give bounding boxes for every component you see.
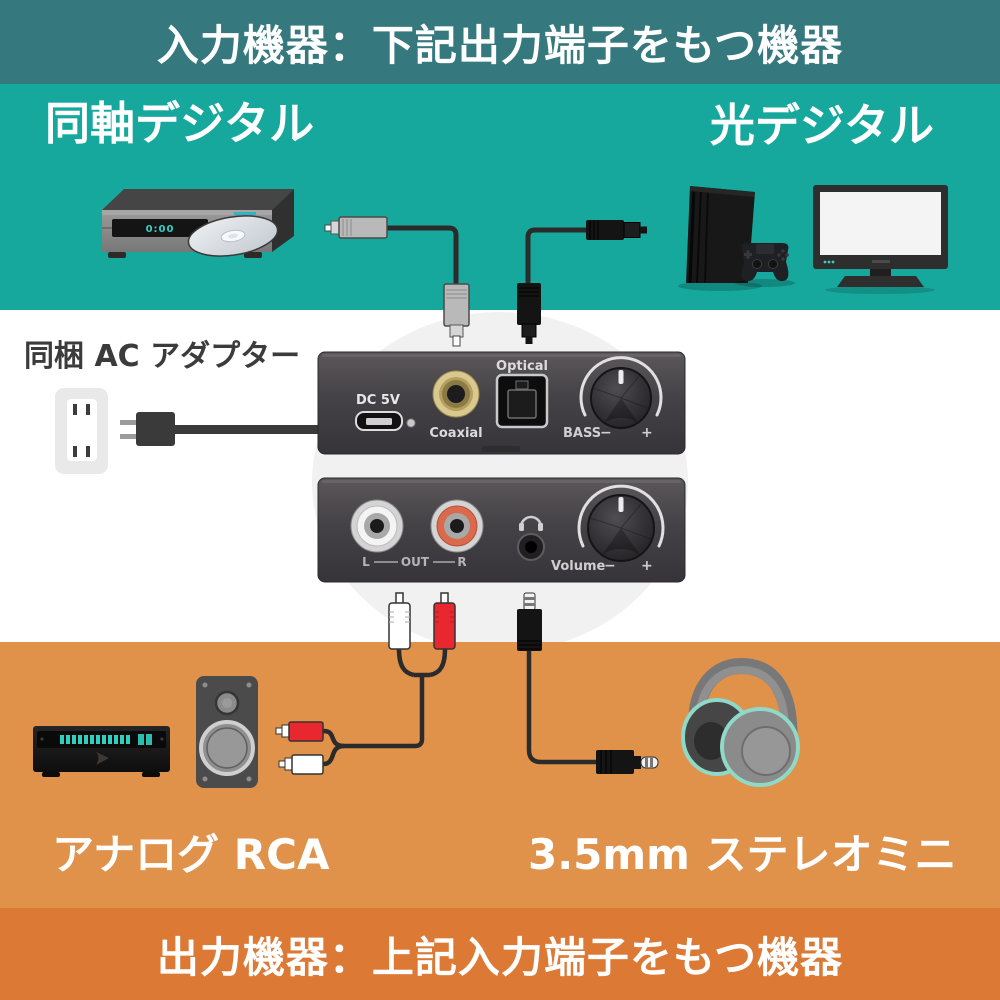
- cd-disc: [187, 215, 279, 257]
- rca-plug-gray-down: [443, 283, 470, 347]
- mini-plug-right: [596, 750, 659, 774]
- rca-jack-white: [350, 499, 404, 553]
- bass-knob: [579, 356, 663, 429]
- out-label: OUT: [401, 555, 430, 569]
- micro-usb-port: [355, 411, 403, 431]
- rca-plug-gray-left: [324, 216, 388, 239]
- tv: [813, 185, 948, 294]
- rca-jack-red: [430, 499, 484, 553]
- rca-y-cable: [275, 592, 456, 775]
- right-ear-cup: [720, 707, 800, 787]
- top-banner: 入力機器：下記出力端子をもつ機器: [0, 0, 1000, 84]
- bass-label: BASS: [563, 426, 601, 441]
- optical-plug-down: [517, 283, 541, 344]
- volume-plus: +: [641, 558, 653, 574]
- ac-adapter-label: 同梱 AC アダプター: [24, 339, 301, 374]
- stereo-mini-label: 3.5mm ステレオミニ: [528, 830, 957, 879]
- bottom-banner: 出力機器：上記入力端子をもつ機器: [0, 908, 1000, 1000]
- headphones: [681, 657, 800, 787]
- coaxial-digital-label: 同軸デジタル: [45, 97, 315, 150]
- rca-plug-white-up: [388, 592, 411, 650]
- dualshock-controller: [735, 243, 795, 287]
- dvd-player: 0:00: [102, 189, 294, 258]
- speaker: [196, 676, 258, 788]
- led-indicator: [406, 418, 416, 428]
- headphone-jack: [517, 533, 545, 561]
- bass-plus: +: [641, 425, 653, 441]
- optical-port-label: Optical: [496, 359, 548, 374]
- optical-input-port: [495, 373, 549, 429]
- converter-back-panel: DC 5V Coaxial Optical: [317, 351, 686, 455]
- optical-plug-right: [586, 220, 647, 240]
- av-amplifier: [33, 726, 170, 777]
- rca-plug-red-up: [433, 592, 456, 650]
- dvd-display-text: 0:00: [146, 224, 175, 235]
- volume-minus: −: [604, 558, 616, 574]
- mini-plug-up: [517, 592, 542, 651]
- bottom-banner-text: 出力機器：上記入力端子をもつ機器: [156, 932, 844, 982]
- ps4-console: [678, 186, 762, 291]
- ac-adapter: [55, 388, 320, 474]
- wall-outlet: [55, 388, 108, 474]
- stereo-mini-cable: [517, 592, 659, 774]
- converter-front-panel: L OUT R Volume − +: [317, 477, 686, 583]
- coaxial-jack-label: Coaxial: [429, 426, 482, 441]
- power-plug: [120, 412, 320, 446]
- optical-digital-label: 光デジタル: [709, 99, 934, 152]
- out-left-label: L: [362, 555, 370, 569]
- output-section-background: [0, 642, 1000, 908]
- volume-label: Volume: [551, 559, 606, 574]
- coaxial-input-jack: [432, 370, 480, 418]
- top-banner-text: 入力機器：下記出力端子をもつ機器: [156, 20, 844, 70]
- analog-rca-label: アナログ RCA: [52, 830, 330, 879]
- rca-plug-white-left: [278, 754, 324, 775]
- coaxial-cable: [324, 216, 470, 347]
- optical-cable: [517, 220, 647, 344]
- headphone-icon: [519, 515, 543, 531]
- out-right-label: R: [457, 555, 466, 569]
- dc5v-label: DC 5V: [356, 393, 400, 408]
- bass-minus: −: [600, 425, 612, 441]
- rca-plug-red-left: [275, 721, 324, 742]
- volume-knob: [577, 484, 665, 562]
